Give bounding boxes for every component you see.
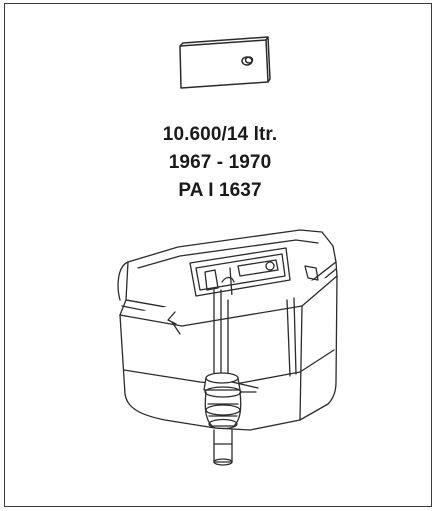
part-code: PA I 1637	[178, 180, 262, 201]
product-caption: 10.600/14 ltr. 1967 - 1970 PA I 1637	[0, 121, 440, 205]
article-number: 10.600/14 ltr.	[162, 124, 278, 145]
production-years: 1967 - 1970	[168, 152, 272, 173]
